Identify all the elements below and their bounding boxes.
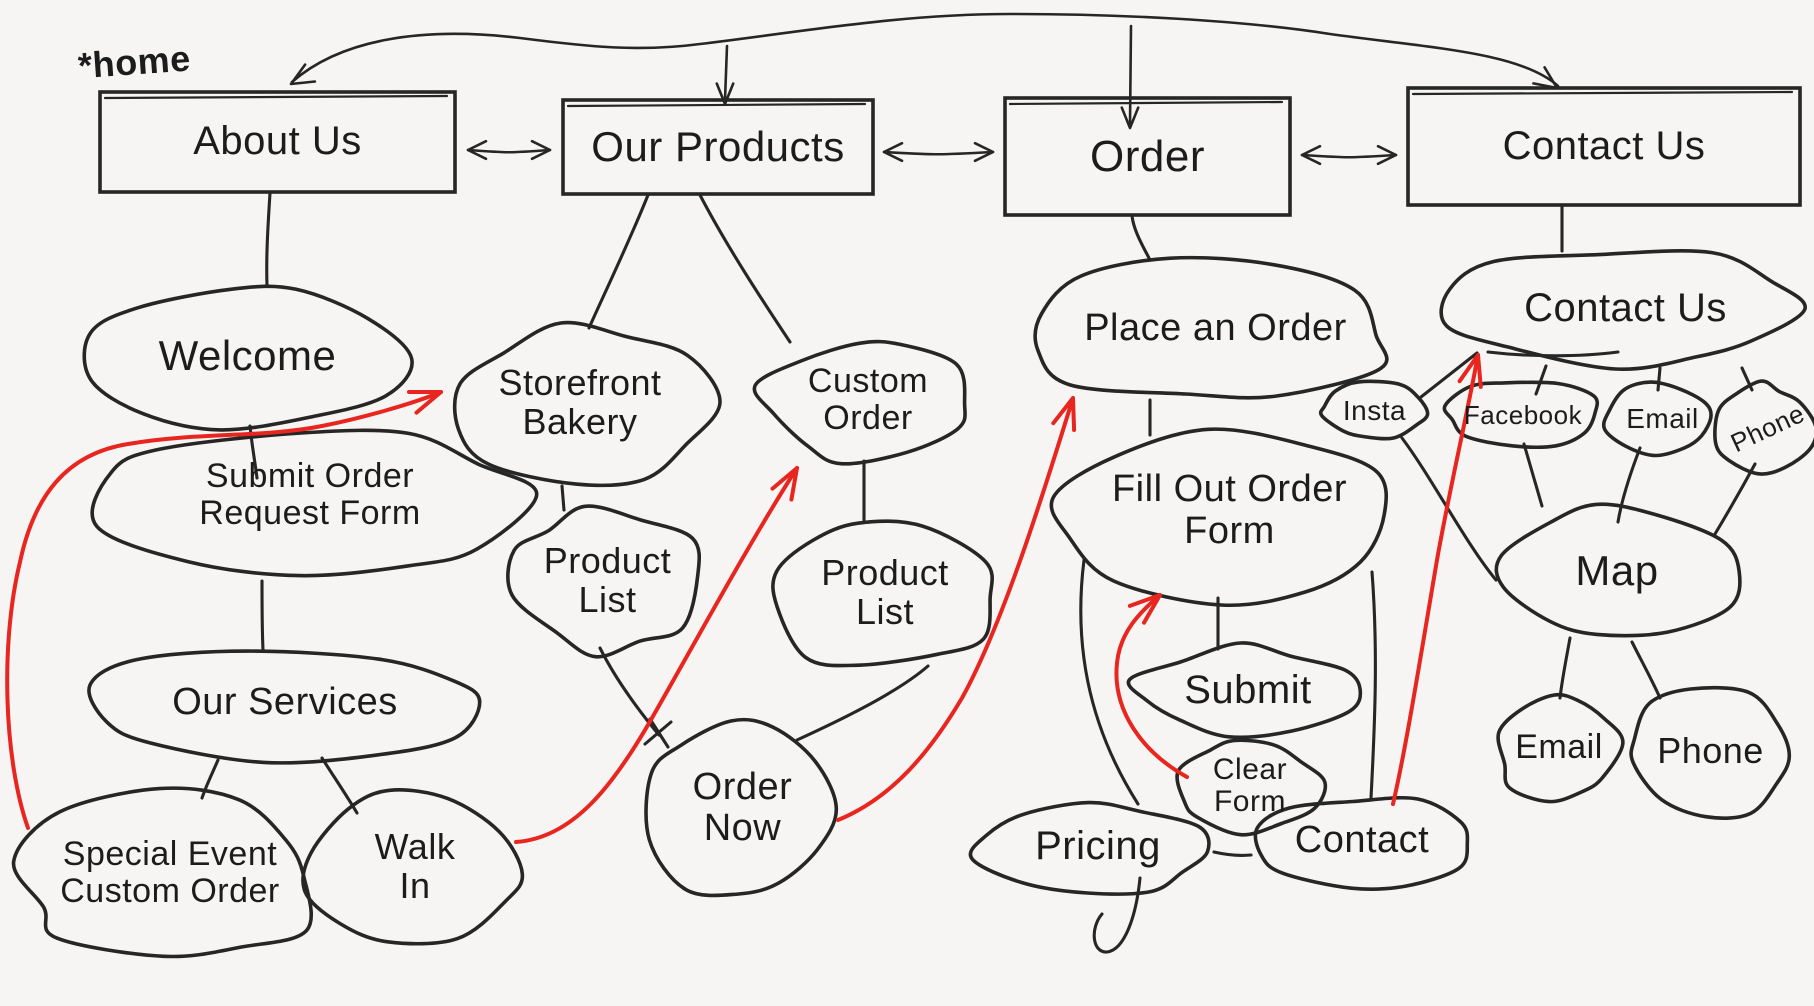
red-arrowhead-walk-in-to-custom-order: [770, 466, 799, 502]
node-bubble-welcome: [82, 284, 414, 432]
edge-insta-map: [1400, 436, 1498, 582]
edge-twoway-products-order: [882, 150, 995, 156]
red-edge-walk-in-to-custom-order: [514, 466, 799, 844]
node-bubble-storefront-bakery: [452, 320, 722, 488]
nav-box-topline-products: [566, 102, 867, 108]
node-bubble-map: [1494, 502, 1742, 638]
edge-contact-us-underline: [1486, 350, 1620, 358]
nav-box-about: [98, 90, 457, 194]
node-bubble-order-now: [644, 717, 839, 898]
node-bubble-pricing: [968, 800, 1211, 896]
red-arrowhead-clear-form-to-fill-out-order-form: [1127, 593, 1162, 625]
edge-arc-drop-order: [1128, 24, 1133, 126]
edge-contact-us-phone-top: [1740, 366, 1754, 392]
edge-xtick-2: [648, 717, 670, 749]
arrowhead-right-products-order: [973, 141, 995, 163]
arrowhead-drop-order: [1120, 106, 1140, 130]
node-bubble-product-list-2: [771, 519, 994, 668]
edge-products-custom-order: [698, 193, 792, 344]
edge-product-list-1-order-now: [598, 646, 661, 737]
node-bubble-clear-form: [1175, 738, 1328, 837]
nav-box-topline-contact: [1411, 90, 1794, 96]
edge-email-top-map: [1616, 446, 1642, 524]
node-bubble-email-bottom: [1496, 692, 1625, 804]
edge-insta-contact-us: [1419, 351, 1479, 399]
edge-map-phone-bottom: [1630, 640, 1662, 700]
edge-order-place-an-order: [1130, 214, 1152, 262]
edge-arc-drop-products: [723, 44, 729, 102]
red-arrowhead-order-now-to-place-an-order: [1051, 396, 1077, 432]
edge-facebook-map: [1522, 442, 1544, 508]
arrowhead-arc-about: [289, 63, 317, 86]
nav-box-contact: [1406, 86, 1802, 207]
edge-fill-out-order-form-pricing: [1079, 558, 1140, 806]
node-bubble-insta: [1318, 379, 1430, 441]
nav-box-topline-about: [103, 94, 449, 100]
node-bubble-phone-top: [1713, 379, 1814, 476]
edge-contact-us-facebook: [1534, 364, 1548, 396]
node-bubble-fill-out-order-form: [1049, 427, 1389, 608]
arrowhead-left-about-products: [466, 139, 488, 161]
red-arrowhead-contact-to-contact-us-page: [1457, 353, 1483, 389]
node-bubble-email-top: [1601, 380, 1713, 458]
arrowhead-left-products-order: [882, 141, 904, 163]
edge-welcome-submit-order-request-form: [248, 424, 259, 480]
node-bubble-contact: [1253, 795, 1470, 892]
edge-products-storefront-bakery: [587, 193, 650, 330]
node-bubble-special-event-custom-order: [11, 786, 313, 959]
node-bubble-phone-bottom: [1629, 685, 1792, 820]
edge-home-cycle-arc: [290, 12, 1560, 88]
node-bubble-place-an-order: [1033, 255, 1389, 400]
node-bubble-product-list-1: [506, 504, 702, 659]
nav-box-topline-order: [1008, 100, 1284, 106]
nav-box-order: [1003, 96, 1292, 217]
node-bubble-facebook: [1442, 380, 1600, 449]
edge-fill-out-order-form-contact: [1369, 570, 1377, 800]
arrowhead-left-order-contact: [1300, 144, 1322, 166]
edge-pricing-g-flourish: [1092, 876, 1142, 954]
red-arrowhead-special-event-to-storefront: [407, 390, 443, 415]
red-edge-contact-to-contact-us-page: [1391, 353, 1480, 806]
edge-pricing-contact-link: [1212, 850, 1253, 857]
red-edge-special-event-to-storefront: [5, 390, 443, 830]
edge-about-welcome: [265, 191, 272, 288]
edge-contact-us-email-top: [1656, 366, 1662, 392]
arrowhead-right-about-products: [530, 139, 552, 161]
nav-box-products: [561, 98, 875, 196]
edge-sorf-our-services: [260, 579, 265, 652]
edge-our-services-walk-in: [320, 756, 359, 815]
edge-map-email-bottom: [1558, 636, 1572, 700]
node-bubble-submit: [1126, 641, 1363, 740]
edge-twoway-about-products: [466, 148, 552, 154]
edge-twoway-order-contact: [1300, 153, 1398, 159]
red-edge-clear-form-to-fill-out-order-form: [1114, 593, 1189, 779]
arrowhead-right-order-contact: [1376, 144, 1398, 166]
node-bubble-walk-in: [301, 788, 525, 946]
edge-phone-top-map: [1713, 462, 1757, 536]
node-bubble-our-services: [87, 649, 482, 765]
node-bubble-submit-order-request-form: [90, 428, 539, 578]
node-bubble-contact-us-page: [1439, 248, 1807, 371]
arrowhead-arc-contact: [1532, 66, 1559, 90]
edge-our-services-special-event: [200, 758, 220, 800]
edge-storefront-product-list-1: [560, 484, 566, 512]
edge-product-list-2-order-now: [795, 664, 930, 742]
arrowhead-drop-products: [715, 82, 735, 106]
node-bubble-custom-order: [752, 339, 967, 466]
red-edge-order-now-to-place-an-order: [836, 396, 1075, 822]
